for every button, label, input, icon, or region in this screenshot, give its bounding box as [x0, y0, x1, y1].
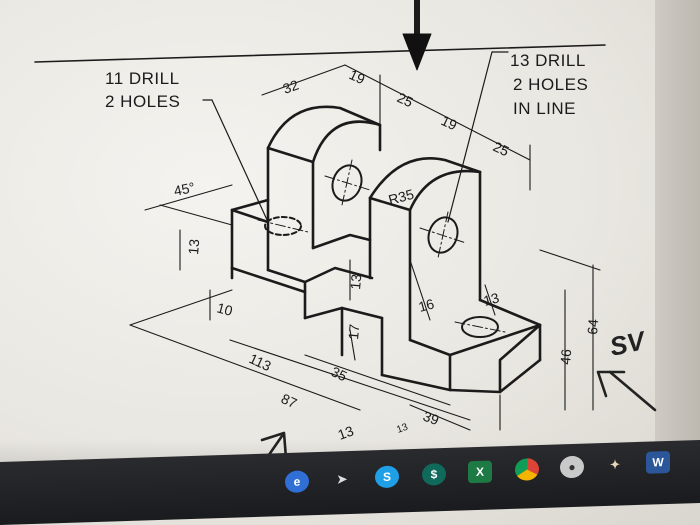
dim-13c: 13	[347, 273, 364, 290]
cursor-app-icon[interactable]: ➤	[336, 472, 348, 487]
object-outline	[230, 105, 542, 394]
dim-13a: 13	[185, 238, 202, 255]
center-lines	[257, 159, 506, 333]
note-left-line1: 11 DRILL	[105, 69, 180, 88]
dim-39: 39	[421, 408, 441, 428]
note-right-line2: 2 HOLES	[513, 75, 588, 94]
dim-32: 32	[281, 76, 301, 96]
dimension-lines	[129, 64, 601, 431]
down-arrow-head	[402, 33, 432, 71]
dim-35: 35	[329, 363, 350, 384]
border-line	[34, 44, 606, 63]
dim-45deg: 45°	[172, 179, 196, 199]
skype-icon[interactable]: S	[375, 465, 399, 489]
note-right-line3: IN LINE	[513, 99, 576, 118]
mouse-icon[interactable]: ●	[560, 455, 584, 479]
dim-87: 87	[279, 390, 300, 411]
dim-13e: 13	[395, 422, 410, 436]
bird-icon[interactable]: ✦	[609, 457, 621, 472]
dim-10: 10	[215, 299, 234, 319]
holes	[264, 164, 499, 338]
dim-16: 16	[417, 295, 436, 315]
note-left-line2: 2 HOLES	[105, 92, 180, 111]
handwritten-sv: SV	[607, 325, 650, 362]
dim-25a: 25	[395, 89, 416, 110]
dim-17: 17	[345, 323, 362, 340]
leader-lines	[202, 51, 509, 223]
dim-64: 64	[584, 318, 601, 335]
dim-r35: R35	[387, 186, 416, 208]
monitor-bezel	[655, 0, 700, 455]
dim-19a: 19	[347, 66, 368, 87]
dim-25b: 25	[491, 138, 512, 159]
store-icon[interactable]: $	[422, 462, 446, 486]
word-icon[interactable]: W	[646, 450, 670, 474]
dim-46: 46	[557, 348, 574, 365]
chrome-icon[interactable]	[515, 458, 539, 481]
excel-icon[interactable]: X	[468, 460, 492, 484]
edge-icon[interactable]: e	[285, 470, 309, 494]
note-right-line1: 13 DRILL	[510, 51, 586, 70]
dim-19b: 19	[439, 112, 460, 133]
dim-13d: 13	[482, 289, 501, 309]
dim-13b: 13	[336, 422, 356, 442]
